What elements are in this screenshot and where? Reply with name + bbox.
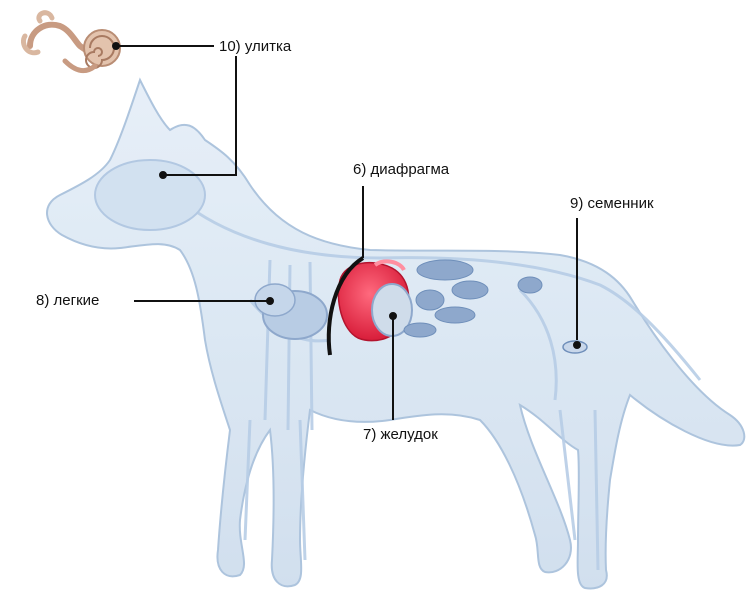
- label-cochlea: 10) улитка: [219, 38, 291, 56]
- label-stomach: 7) желудок: [363, 426, 438, 444]
- skull-outline: [95, 160, 205, 230]
- label-testis: 9) семенник: [570, 195, 654, 213]
- cochlea-icon: [23, 13, 120, 71]
- label-lungs: 8) легкие: [36, 292, 99, 310]
- label-diaphragm: 6) диафрагма: [353, 161, 449, 179]
